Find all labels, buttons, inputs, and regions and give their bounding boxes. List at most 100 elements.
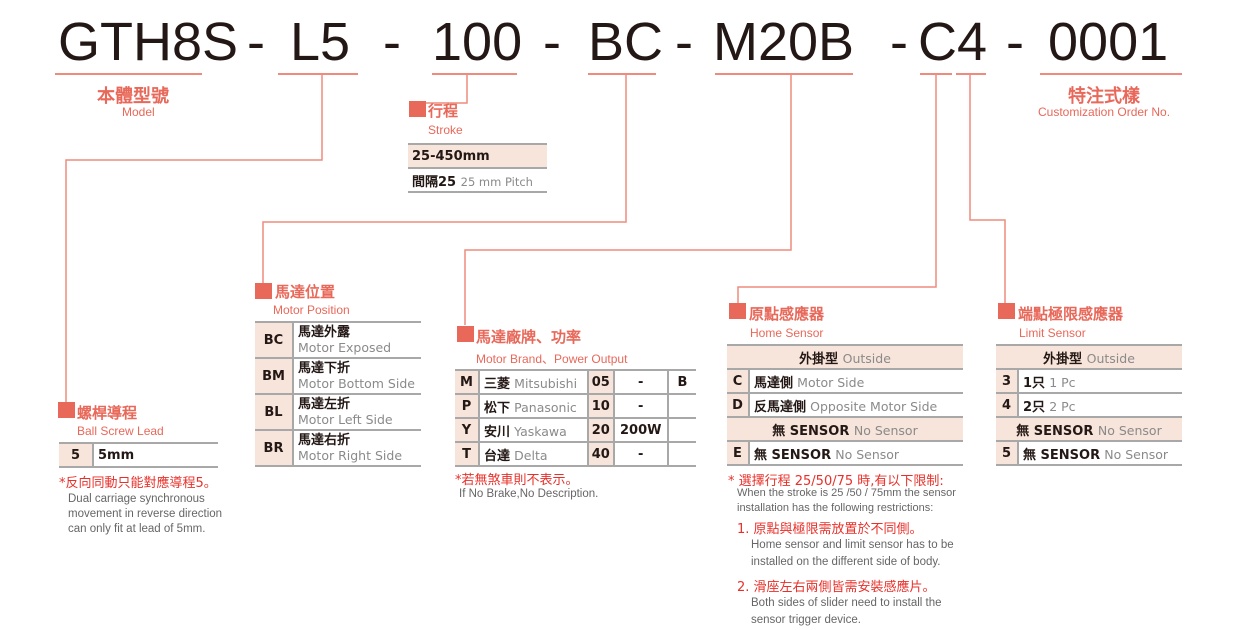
table-cell: 05 <box>588 369 615 395</box>
table-row: 無 SENSOR No Sensor <box>727 416 963 442</box>
table-cell: 2只 2 Pc <box>1018 392 1182 418</box>
table-cell: 外掛型 <box>799 351 839 367</box>
restriction-2-en: Both sides of slider need to install the… <box>751 597 942 626</box>
table-cell: 三菱 <box>484 376 511 392</box>
section-marker <box>729 303 746 319</box>
table-row: 間隔25 25 mm Pitch <box>408 167 547 193</box>
table-cell: Panasonic <box>514 399 577 415</box>
section-marker <box>255 283 272 299</box>
table-cell: T <box>455 441 480 467</box>
underline <box>920 73 952 75</box>
table-cell: 三菱 Mitsubishi <box>479 369 590 395</box>
table-cell: - <box>613 441 670 467</box>
restriction-2-zh: 2. 滑座左右兩側皆需安裝感應片。 <box>737 580 936 595</box>
home-sensor-label-zh: 原點感應器 <box>749 305 825 323</box>
motor-position-label-en: Motor Position <box>273 303 350 317</box>
table-cell: - <box>613 369 670 395</box>
motor-brand-label-zh: 馬達廠牌、功率 <box>476 328 582 346</box>
table-cell: Y <box>455 417 480 443</box>
table-cell: 5 <box>59 442 94 468</box>
table-cell <box>668 417 696 443</box>
lead-label-zh: 螺桿導程 <box>77 404 138 422</box>
table-cell: 200W <box>613 417 670 443</box>
table-cell: Mitsubishi <box>514 375 578 391</box>
separator: - <box>543 12 561 72</box>
lead-note-zh: *反向同動只能對應導程5。 <box>59 476 217 491</box>
model-label-en: Model <box>122 105 155 119</box>
table-cell: BR <box>255 429 294 467</box>
model-label-zh: 本體型號 <box>97 86 169 107</box>
table-cell: 馬達外露 <box>298 324 351 340</box>
table-row: 25-450mm <box>408 143 547 169</box>
table-cell: 10 <box>588 393 615 419</box>
table-cell: 馬達側 <box>754 375 794 391</box>
table-cell: 2只 <box>1023 399 1046 415</box>
section-marker <box>409 101 426 117</box>
code-model: GTH8S <box>58 12 239 72</box>
table-cell: No Sensor <box>853 422 918 438</box>
table-cell: Motor Exposed <box>298 339 392 355</box>
table-cell: 松下 Panasonic <box>479 393 590 419</box>
table-cell: Outside <box>1086 350 1135 366</box>
table-cell: No Sensor <box>835 446 900 462</box>
table-cell: 無 SENSOR No Sensor <box>727 416 963 442</box>
home-sensor-label-en: Home Sensor <box>750 326 824 340</box>
table-cell: BC <box>255 321 294 359</box>
table-cell: 安川 <box>484 424 511 440</box>
table-cell: Motor Bottom Side <box>298 375 415 391</box>
table-cell: Motor Right Side <box>298 447 403 463</box>
table-cell: 4 <box>996 392 1019 418</box>
table-cell: Motor Side <box>797 374 865 390</box>
section-marker <box>58 402 75 418</box>
underline <box>956 73 986 75</box>
table-cell: 3 <box>996 368 1019 394</box>
table-cell: D <box>727 392 750 418</box>
table-cell: Motor Left Side <box>298 411 393 427</box>
table-cell: No Sensor <box>1104 446 1169 462</box>
underline <box>715 73 853 75</box>
table-cell: 1 Pc <box>1049 374 1076 390</box>
separator: - <box>383 12 401 72</box>
table-cell <box>668 441 696 467</box>
limit-sensor-label-en: Limit Sensor <box>1019 326 1086 340</box>
table-cell: 無 SENSOR No Sensor <box>996 416 1182 442</box>
table-cell: 馬達側 Motor Side <box>749 368 963 394</box>
table-row: 外掛型 Outside <box>727 344 963 370</box>
table-cell: 20 <box>588 417 615 443</box>
table-cell: 馬達下折 <box>298 360 351 376</box>
separator: - <box>1006 12 1024 72</box>
table-cell: 5mm <box>93 442 218 468</box>
stroke-range: 25-450mm <box>408 143 547 169</box>
code-motor-position: BC <box>588 12 664 72</box>
table-cell: 無 SENSOR <box>1023 447 1101 463</box>
underline <box>432 73 517 75</box>
table-cell: 1只 <box>1023 375 1046 391</box>
table-cell: 馬達右折 <box>298 432 351 448</box>
underline <box>588 73 656 75</box>
table-cell: 台達 <box>484 448 511 464</box>
underline <box>278 73 358 75</box>
table-cell: 無 SENSOR No Sensor <box>749 440 963 466</box>
table-cell: 外掛型 <box>1043 351 1083 367</box>
table-cell: Outside <box>842 350 891 366</box>
table-cell: 外掛型 Outside <box>996 344 1182 370</box>
code-stroke: 100 <box>432 12 523 72</box>
underline <box>55 73 202 75</box>
table-cell: M <box>455 369 480 395</box>
table-row: 無 SENSOR No Sensor <box>996 416 1182 442</box>
code-sensor: C4 <box>918 12 988 72</box>
